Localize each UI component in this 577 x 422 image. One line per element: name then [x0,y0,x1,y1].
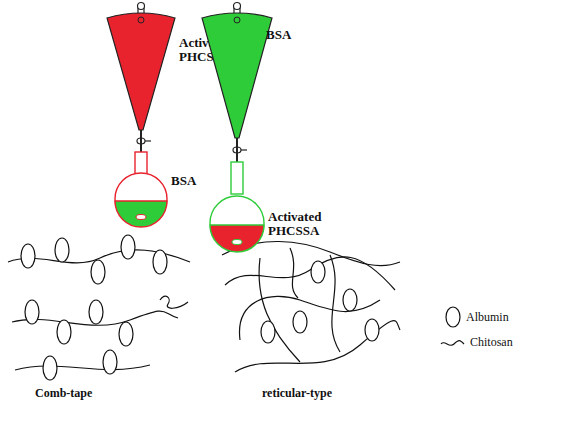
albumin [25,300,39,324]
round-flask: Activated PHCSSA [207,162,267,252]
funnel-stopper [234,3,241,10]
vessel-label: Activated PHCSSA [268,210,321,238]
funnel-mark [234,17,240,23]
albumin [293,311,307,333]
legend-text: Albumin [466,310,509,325]
vessel-outline [105,2,177,130]
separatory-funnel: Activated PHCSSA [105,2,177,130]
albumin-sample [446,307,460,327]
albumin-group [261,261,379,343]
albumin [261,321,275,343]
comb-type-structure [8,235,190,380]
separatory-funnel: BSA [200,2,274,138]
albumin [153,250,167,274]
stir-bar [136,215,146,220]
albumin [91,260,105,284]
chitosan-chain [15,365,150,370]
structure-caption: Comb-tape [35,386,92,401]
chitosan-chain [330,255,340,352]
albumin [55,238,69,262]
round-flask: BSA [111,152,171,228]
albumin [343,289,357,311]
chitosan-chain [259,258,300,362]
funnel-body [107,13,175,130]
funnel-body [202,13,272,138]
chitosan-chain [225,257,395,290]
chitosan-chain [160,296,188,308]
albumin [103,350,117,374]
albumin [121,235,135,259]
vessel-outline [207,162,267,252]
structure-caption: reticular-type [262,386,332,401]
funnel-stem [236,138,238,162]
funnel-stopper [138,3,145,10]
vessel-outline [200,2,274,138]
flask-liquid [210,225,264,252]
flask-neck [231,162,243,194]
stir-bar [232,240,242,245]
albumin [311,261,325,283]
stopcock-handle [241,149,247,150]
funnel-mark [138,17,144,23]
albumin [43,356,57,380]
legend-swatch [440,336,464,360]
legend-text: Chitosan [470,335,513,350]
vessel-label: BSA [171,174,196,188]
funnel-stem [140,130,142,152]
reticular-type-structure [222,241,400,372]
chitosan-chain [290,248,298,298]
flask-neck [135,152,147,174]
albumin [21,244,35,268]
albumin [57,320,71,344]
albumin [119,322,133,346]
vessel-label: BSA [266,28,291,42]
flask-liquid [115,201,167,227]
albumin-group [21,235,167,380]
chitosan-sample [441,341,464,346]
vessel-outline [111,152,171,228]
albumin [89,300,103,324]
albumin [365,319,379,341]
stopcock [137,138,247,153]
stopcock-handle [145,140,151,141]
